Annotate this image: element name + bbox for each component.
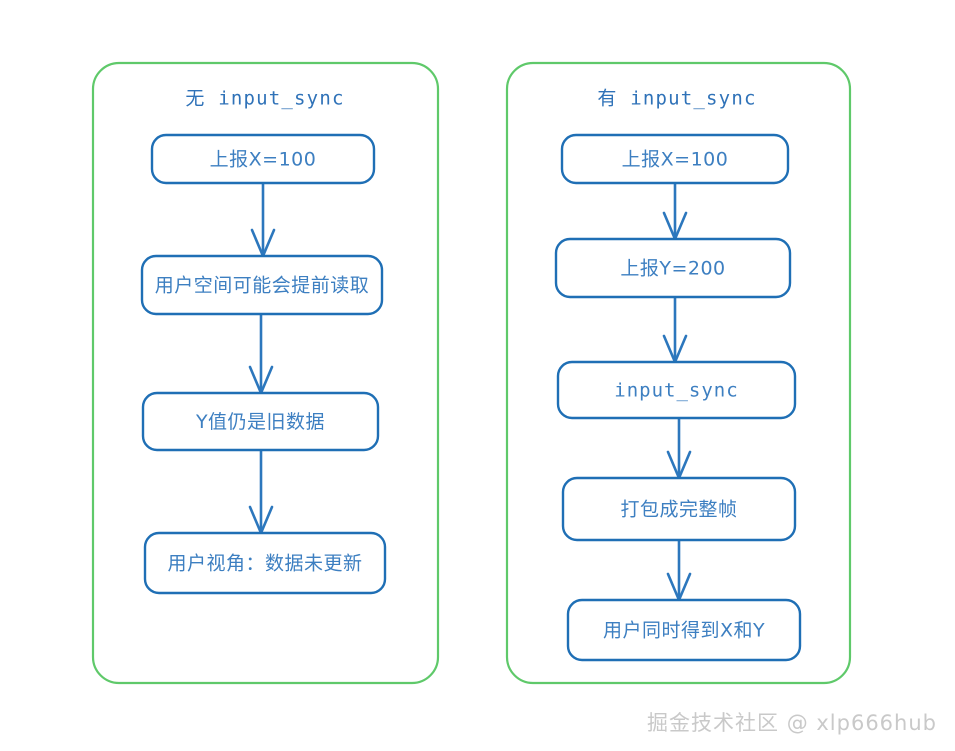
node-box[interactable] (560, 133, 790, 185)
node-label: 上报X=100 (622, 149, 729, 171)
watermark-text: 掘金技术社区 @ xlp666hub (647, 711, 937, 735)
node-label: 上报X=100 (210, 149, 317, 171)
node-with-input-sync-input-sync[interactable]: input_sync (556, 360, 797, 420)
node-without-input-sync-userspace-early-read[interactable]: 用户空间可能会提前读取 (140, 254, 384, 316)
node-box[interactable] (140, 254, 384, 316)
panel-without-input-sync: 无 input_sync 上报X=100 用户空间可能会提前读取 Y值仍是旧数据用户视… (91, 61, 440, 685)
node-without-input-sync-user-view-not-updated[interactable]: 用户视角：数据未更新 (143, 531, 387, 595)
node-box[interactable] (143, 531, 387, 595)
panel-with-input-sync: 有 input_sync 上报X=100 上报Y=200 input_sync 打包成完… (505, 61, 852, 685)
node-without-input-sync-report-x[interactable]: 上报X=100 (150, 133, 376, 185)
node-label: 用户空间可能会提前读取 (155, 275, 370, 297)
node-box[interactable] (561, 476, 797, 542)
panel-title-without-input-sync: 无 input_sync (185, 88, 344, 110)
node-box[interactable] (150, 133, 376, 185)
node-label: 用户同时得到X和Y (603, 620, 765, 642)
node-label: 上报Y=200 (620, 258, 725, 280)
node-box[interactable] (554, 237, 792, 299)
panels-layer: 无 input_sync 上报X=100 用户空间可能会提前读取 Y值仍是旧数据用户视… (91, 61, 852, 685)
node-with-input-sync-report-y[interactable]: 上报Y=200 (554, 237, 792, 299)
panel-title-with-input-sync: 有 input_sync (597, 88, 756, 110)
node-with-input-sync-report-x[interactable]: 上报X=100 (560, 133, 790, 185)
node-box[interactable] (556, 360, 797, 420)
node-label: 用户视角：数据未更新 (167, 553, 362, 575)
node-label: input_sync (614, 380, 738, 402)
panel-frame-without-input-sync (91, 61, 440, 685)
node-box[interactable] (566, 598, 802, 662)
node-without-input-sync-y-still-old[interactable]: Y值仍是旧数据 (141, 391, 380, 452)
node-with-input-sync-user-gets-both[interactable]: 用户同时得到X和Y (566, 598, 802, 662)
node-label: 打包成完整帧 (620, 499, 737, 521)
node-box[interactable] (141, 391, 380, 452)
node-with-input-sync-pack-full-frame[interactable]: 打包成完整帧 (561, 476, 797, 542)
node-label: Y值仍是旧数据 (195, 411, 325, 433)
